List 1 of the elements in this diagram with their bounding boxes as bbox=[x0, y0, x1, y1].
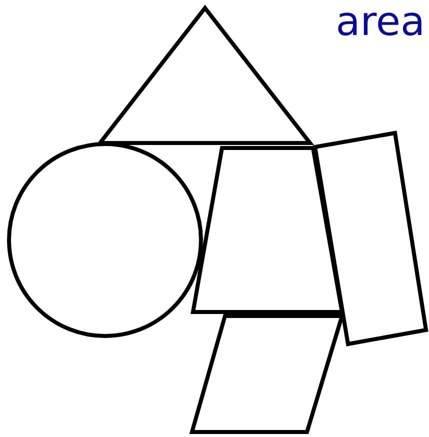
heading-text: area bbox=[336, 0, 425, 44]
